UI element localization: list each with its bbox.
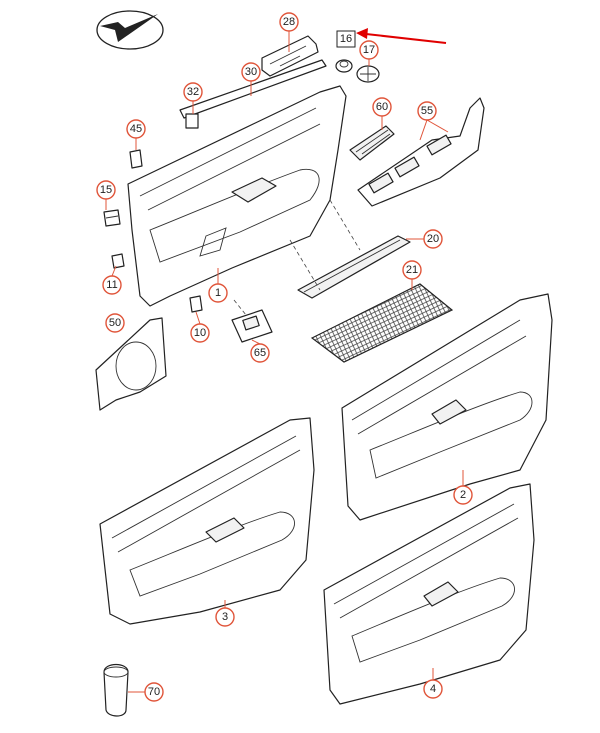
callout-17: 17 bbox=[359, 40, 379, 60]
callout-21: 21 bbox=[402, 260, 422, 280]
guide-line-a bbox=[289, 199, 361, 291]
callout-15: 15 bbox=[96, 180, 116, 200]
checkmark-logo-icon bbox=[96, 10, 164, 50]
svg-text:65: 65 bbox=[254, 347, 266, 359]
svg-text:21: 21 bbox=[406, 264, 418, 276]
svg-text:30: 30 bbox=[245, 66, 257, 78]
svg-text:55: 55 bbox=[421, 105, 433, 117]
callout-32: 32 bbox=[183, 82, 203, 102]
part-11-screw bbox=[111, 253, 125, 269]
part-16-cap bbox=[335, 59, 353, 73]
callout-50: 50 bbox=[105, 313, 125, 333]
callout-3: 3 bbox=[215, 607, 235, 627]
svg-text:15: 15 bbox=[100, 184, 112, 196]
part-15-clip bbox=[103, 209, 121, 227]
svg-text:60: 60 bbox=[376, 101, 388, 113]
callout-55: 55 bbox=[417, 101, 437, 121]
callout-30: 30 bbox=[241, 62, 261, 82]
svg-text:1: 1 bbox=[215, 287, 221, 299]
part-17-speaker-cap bbox=[356, 65, 380, 83]
highlight-arrow-icon bbox=[356, 28, 447, 44]
callout-28: 28 bbox=[279, 12, 299, 32]
part-10-screw bbox=[189, 295, 203, 313]
svg-text:17: 17 bbox=[363, 44, 375, 56]
callout-4: 4 bbox=[423, 679, 443, 699]
svg-text:3: 3 bbox=[222, 611, 228, 623]
part-28-handle-trim bbox=[261, 35, 319, 77]
part-50-speaker-housing bbox=[95, 317, 167, 411]
callout-16: 16 bbox=[336, 30, 356, 48]
callout-60: 60 bbox=[372, 97, 392, 117]
callout-1: 1 bbox=[208, 283, 228, 303]
svg-text:10: 10 bbox=[194, 327, 206, 339]
svg-text:4: 4 bbox=[430, 683, 436, 695]
callout-65: 65 bbox=[250, 343, 270, 363]
part-60-speaker-grille bbox=[349, 125, 395, 161]
callout-20: 20 bbox=[423, 229, 443, 249]
callout-10: 10 bbox=[190, 323, 210, 343]
leader-lines bbox=[105, 31, 464, 693]
callout-2: 2 bbox=[453, 485, 473, 505]
part-20-foam-strip bbox=[297, 235, 411, 299]
svg-text:50: 50 bbox=[109, 317, 121, 329]
part-30-sill-strip bbox=[179, 59, 327, 119]
svg-text:28: 28 bbox=[283, 16, 295, 28]
svg-text:70: 70 bbox=[148, 686, 160, 698]
part-1-door-panel bbox=[127, 85, 347, 307]
part-3-door-panel bbox=[99, 417, 315, 625]
part-45-fastener bbox=[129, 149, 143, 169]
part-70-knob bbox=[103, 663, 129, 717]
svg-text:11: 11 bbox=[106, 279, 117, 291]
part-65-switch bbox=[231, 309, 273, 343]
svg-text:45: 45 bbox=[130, 123, 142, 135]
part-4-door-panel bbox=[323, 483, 535, 705]
svg-text:20: 20 bbox=[427, 233, 439, 245]
part-21-mesh-pad bbox=[310, 283, 454, 363]
callout-45: 45 bbox=[126, 119, 146, 139]
part-55-switch-panel bbox=[357, 97, 485, 207]
svg-text:2: 2 bbox=[460, 489, 466, 501]
callout-70: 70 bbox=[144, 682, 164, 702]
callout-11: 11 bbox=[102, 275, 122, 295]
svg-text:16: 16 bbox=[340, 33, 352, 45]
part-2-door-panel bbox=[341, 293, 553, 521]
svg-text:32: 32 bbox=[187, 86, 199, 98]
part-32-clip bbox=[185, 113, 199, 129]
